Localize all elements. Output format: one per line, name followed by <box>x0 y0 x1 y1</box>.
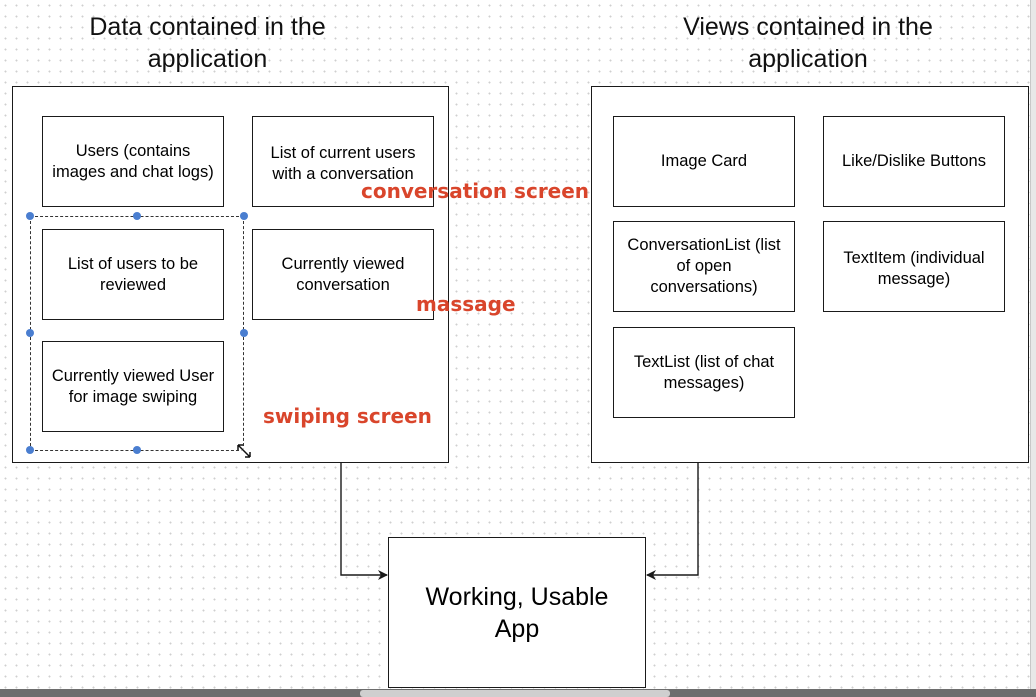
horizontal-scrollbar-thumb[interactable] <box>360 690 670 697</box>
selection-handle[interactable] <box>133 212 141 220</box>
viewed-user-box[interactable]: Currently viewed User for image swiping <box>42 341 224 432</box>
swiping-screen-annotation: swiping screen <box>263 404 432 428</box>
selection-handle[interactable] <box>26 446 34 454</box>
like-dislike-box[interactable]: Like/Dislike Buttons <box>823 116 1005 207</box>
text-item-box[interactable]: TextItem (individual message) <box>823 221 1005 312</box>
vertical-scrollbar[interactable] <box>1030 0 1036 697</box>
conversation-list-box[interactable]: ConversationList (list of open conversat… <box>613 221 795 312</box>
users-to-review-box[interactable]: List of users to be reviewed <box>42 229 224 320</box>
selection-handle[interactable] <box>26 329 34 337</box>
selection-handle[interactable] <box>240 329 248 337</box>
viewed-conversation-box[interactable]: Currently viewed conversation <box>252 229 434 320</box>
conversation-screen-annotation: conversation screen <box>361 179 590 203</box>
selection-box[interactable] <box>30 216 244 451</box>
text-list-box[interactable]: TextList (list of chat messages) <box>613 327 795 418</box>
selection-handle[interactable] <box>26 212 34 220</box>
massage-annotation: massage <box>416 292 516 316</box>
selection-handle[interactable] <box>240 212 248 220</box>
users-box[interactable]: Users (contains images and chat logs) <box>42 116 224 207</box>
data-to-app-arrow <box>340 463 388 580</box>
resize-cursor-icon <box>236 443 252 459</box>
views-section-title: Views contained in the application <box>683 13 933 73</box>
working-app-box[interactable]: Working, Usable App <box>388 537 646 688</box>
data-section-title: Data contained in the application <box>89 13 326 73</box>
current-users-box[interactable]: List of current users with a conversatio… <box>252 116 434 207</box>
image-card-box[interactable]: Image Card <box>613 116 795 207</box>
views-to-app-arrow <box>646 463 699 580</box>
selection-handle[interactable] <box>133 446 141 454</box>
